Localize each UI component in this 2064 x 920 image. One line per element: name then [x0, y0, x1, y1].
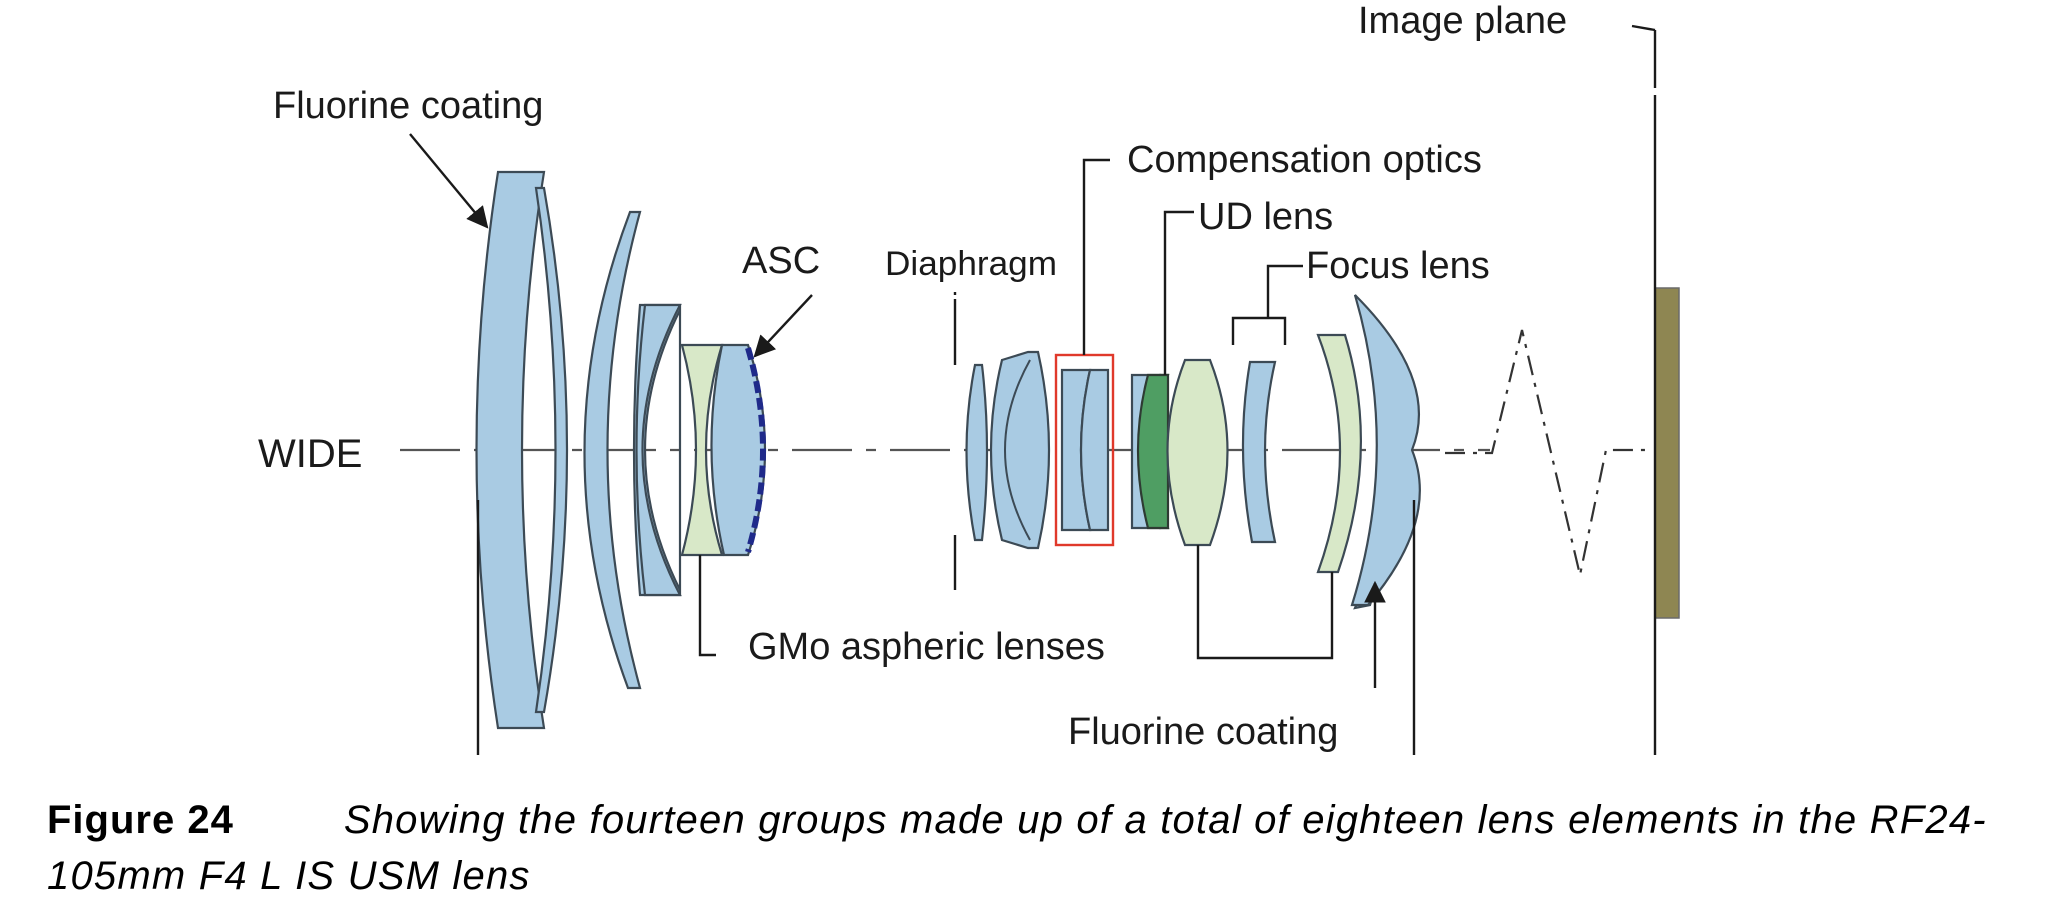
image-plane-label: Image plane	[1358, 0, 1567, 42]
asc-arrow	[753, 294, 813, 358]
focus-lens-label: Focus lens	[1306, 245, 1490, 287]
front-lens-element-2	[534, 186, 569, 714]
asc-coating	[745, 347, 766, 553]
lens-construction-diagram: Image plane Fluorine coating Compensatio…	[258, 0, 1680, 755]
diaphragm-label: Diaphragm	[885, 245, 1057, 283]
fluorine-coating-top-label: Fluorine coating	[273, 85, 543, 127]
compensation-leader	[1082, 158, 1110, 355]
figure-caption-text: Showing the fourteen groups made up of a…	[47, 798, 1987, 898]
figure-number: Figure 24	[47, 798, 234, 842]
gmo-aspheric-label: GMo aspheric lenses	[748, 626, 1105, 668]
wide-label: WIDE	[258, 432, 362, 476]
biconvex-lens	[1166, 358, 1229, 547]
compensation-optics-label: Compensation optics	[1127, 139, 1482, 181]
ud-lens-label: UD lens	[1198, 196, 1333, 238]
focus-lens-bracket	[1231, 316, 1287, 345]
lens-element-3	[583, 210, 642, 690]
fluorine-coating-bottom-label: Fluorine coating	[1068, 711, 1338, 753]
image-plane-sensor	[1654, 287, 1680, 619]
rear-lens-element-body	[1350, 294, 1421, 607]
asc-label: ASC	[742, 240, 820, 282]
lens-element-8b	[1004, 359, 1031, 541]
ud-lens-leader	[1163, 210, 1194, 375]
image-plane-leader-tick	[1631, 24, 1656, 32]
compensation-lens-2	[1079, 368, 1110, 532]
fluorine-front-arrow	[409, 133, 489, 229]
ud-lens-fill	[1136, 373, 1170, 530]
focus-lens-element	[1241, 360, 1277, 544]
gmo-leader-front	[698, 555, 716, 657]
gmo-leader-rear	[1196, 545, 1334, 660]
gmo-aspheric-lens-2	[1316, 333, 1362, 574]
focus-lens-leader	[1266, 264, 1303, 318]
gmo-aspheric-lens-1	[680, 343, 724, 557]
front-lens-element-1	[475, 170, 546, 730]
distance-break-symbol	[1445, 329, 1650, 576]
lens-element-4b	[635, 303, 682, 597]
lens-element-7	[965, 363, 989, 542]
lens-element-8	[989, 350, 1051, 550]
